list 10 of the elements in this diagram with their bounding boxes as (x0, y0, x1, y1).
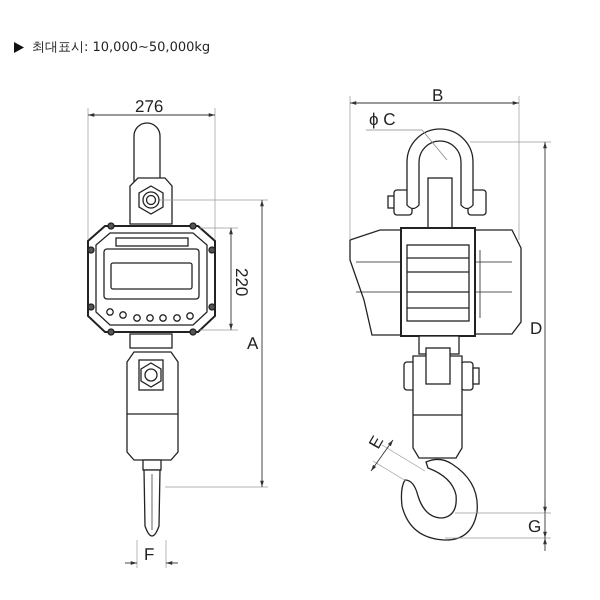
dimension-label: 276 (135, 98, 164, 115)
spec-heading: 최대표시: 10,000~50,000kg (32, 39, 210, 56)
dimension-label: G (528, 518, 542, 535)
dimension-label: B (432, 87, 444, 104)
dimension-label: D (530, 320, 542, 337)
dimension-label: A (247, 335, 258, 352)
dimension-label: ϕ C (369, 111, 396, 128)
dimension-label: F (144, 546, 154, 563)
dimension-label: E (366, 433, 386, 452)
dimension-label: 220 (233, 268, 250, 296)
